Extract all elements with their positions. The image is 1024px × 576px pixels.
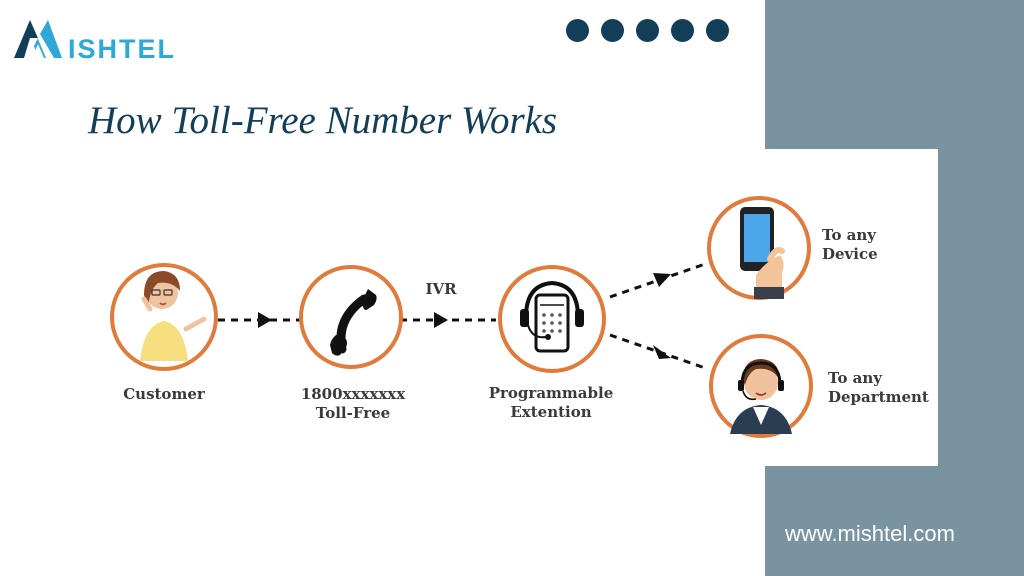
connector-extension-to-department (609, 333, 709, 371)
brand-logo[interactable]: ISHTEL (10, 14, 200, 64)
node-department (709, 334, 813, 438)
website-link[interactable]: www.mishtel.com (785, 521, 955, 546)
smartphone-headset-icon (520, 280, 584, 353)
flow-diagram: Customer 1800xxxxxxx Toll-Free Programma… (80, 149, 938, 466)
label-ivr: IVR (425, 280, 457, 298)
connector-tollfree-to-extension (400, 312, 496, 328)
phone-handset-icon (330, 289, 377, 356)
label-device: To any Device (822, 226, 878, 264)
node-toll-free (299, 265, 403, 369)
customer-icon (140, 271, 207, 361)
dot (566, 19, 589, 42)
node-device (707, 196, 811, 300)
label-department: To any Department (828, 369, 929, 407)
label-toll-free-line1: 1800xxxxxxx (300, 385, 406, 403)
dot (671, 19, 694, 42)
mobile-in-hand-icon (740, 207, 785, 299)
dot (706, 19, 729, 42)
decorative-dots (566, 19, 729, 42)
connector-customer-to-tollfree (218, 312, 304, 328)
dot (601, 19, 624, 42)
label-toll-free: 1800xxxxxxx Toll-Free (285, 385, 421, 423)
label-department-line1: To any (828, 369, 883, 387)
label-toll-free-line2: Toll-Free (315, 404, 391, 422)
label-department-line2: Department (828, 388, 929, 406)
label-device-line2: Device (822, 245, 878, 263)
brand-name: ISHTEL (68, 34, 177, 64)
logo-mark-icon (14, 20, 62, 58)
dot (636, 19, 659, 42)
label-extension-line2: Extention (510, 403, 592, 421)
node-extension (498, 265, 606, 373)
flow-diagram-graphics (110, 196, 813, 438)
label-customer: Customer (123, 385, 205, 403)
label-extension-line1: Programmable (488, 384, 614, 402)
label-extension: Programmable Extention (486, 384, 616, 422)
page-title: How Toll-Free Number Works (88, 99, 558, 142)
node-customer (110, 263, 218, 371)
connector-extension-to-device (609, 261, 709, 299)
support-agent-icon (730, 359, 792, 434)
label-device-line1: To any (822, 226, 877, 244)
